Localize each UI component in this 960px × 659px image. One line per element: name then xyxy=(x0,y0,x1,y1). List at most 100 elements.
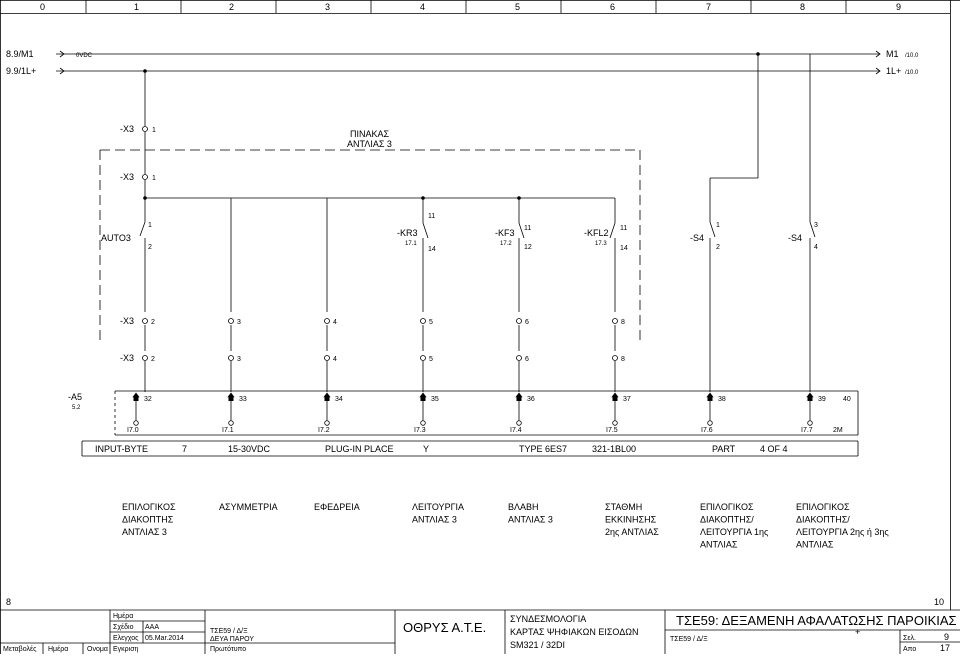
tb-checked-value: 05.Mar.2014 xyxy=(145,635,184,642)
terminal-row1-4: 4 xyxy=(333,319,337,326)
module-a5 xyxy=(81,390,859,457)
page-next: 10 xyxy=(934,597,944,607)
ruler-col-4: 4 xyxy=(420,2,425,12)
ruler-col-3: 3 xyxy=(325,2,330,12)
terminal-row2-4: 4 xyxy=(333,356,337,363)
tb-std-ref: ΤΣΕ59 / Δ/Ξ xyxy=(210,628,248,635)
terminal-row1-2: 2 xyxy=(151,319,155,326)
module-input-label: I7.5 xyxy=(606,427,618,434)
contact-kfl2-top: 11 xyxy=(620,225,627,232)
rail-m1-note: 0VDC xyxy=(76,53,93,59)
module-pin-label: 35 xyxy=(431,396,439,403)
terminal-x3-tag-2: -X3 xyxy=(120,172,134,182)
input-description-line: ΣΤΑΘΜΗ xyxy=(605,502,642,512)
module-pin-label: 39 xyxy=(818,396,826,403)
input-description-line: ΛΕΙΤΟΥΡΓΙΑ 2ης ή 3ης xyxy=(796,527,889,537)
input-description-line: ΕΠΙΛΟΓΙΚΟΣ xyxy=(122,502,176,512)
terminal-row1-3: 3 xyxy=(237,319,241,326)
contact-s4a-top: 1 xyxy=(716,222,720,229)
ruler-col-5: 5 xyxy=(515,2,520,12)
tb-plus: + xyxy=(855,627,860,637)
module-info-code: 321-1BL00 xyxy=(592,444,636,454)
module-pin-label: 37 xyxy=(623,396,631,403)
module-input-label: I7.0 xyxy=(127,427,139,434)
module-input-label: I7.2 xyxy=(318,427,330,434)
ruler-col-0: 0 xyxy=(40,2,45,12)
input-descriptions: ΕΠΙΛΟΓΙΚΟΣ ΔΙΑΚΟΠΤΗΣ ΑΝΤΛΙΑΣ 3 ΑΣΥΜΜΕΤΡΙΑ ΕΦ… xyxy=(122,502,889,550)
input-description-line: ΑΣΥΜΜΕΤΡΙΑ xyxy=(219,502,278,512)
module-pin-label: 36 xyxy=(527,396,535,403)
rail-l1-left: 9.9/1L+ xyxy=(6,66,36,76)
terminal-row1-6: 6 xyxy=(525,319,529,326)
tb-page-label: Σελ. xyxy=(903,635,916,642)
terminal-x3-tag-1: -X3 xyxy=(120,124,134,134)
input-description-line: ΕΠΙΛΟΓΙΚΟΣ xyxy=(700,502,754,512)
ruler-col-1: 1 xyxy=(134,2,139,12)
input-description-line: ΕΚΚΙΝΗΣΗΣ xyxy=(605,515,657,525)
contact-kr3-top: 11 xyxy=(428,213,435,220)
module-info-voltage: 15-30VDC xyxy=(228,444,271,454)
input-description-line: ΑΝΤΛΙΑΣ xyxy=(796,540,834,550)
rail-l1-ref: /10.0 xyxy=(905,70,919,76)
rail-l1-right: 1L+ xyxy=(886,66,901,76)
module-info-num: 7 xyxy=(182,444,187,454)
contact-s4a-tag: -S4 xyxy=(690,233,704,243)
ruler-col-6: 6 xyxy=(610,2,615,12)
contact-kf3-tag: -KF3 xyxy=(495,228,515,238)
module-input-label: I7.7 xyxy=(801,427,813,434)
contact-kfl2-bottom: 14 xyxy=(620,245,628,252)
module-tag: -A5 xyxy=(68,392,82,402)
tb-approval-label: Εγκριση xyxy=(113,646,139,653)
tb-drawn-value: AAA xyxy=(145,624,159,631)
input-description-line: ΔΙΑΚΟΠΤΗΣ xyxy=(122,515,174,525)
page-prev: 8 xyxy=(6,597,11,607)
module-input-label: I7.1 xyxy=(222,427,234,434)
tb-day-label: Ημέρα xyxy=(48,645,68,653)
tb-desc-1: ΣΥΝΔΕΣΜΟΛΟΓΙΑ xyxy=(510,614,586,624)
contact-s4b-bottom: 4 xyxy=(814,244,818,251)
contact-auto3-bottom: 2 xyxy=(148,244,152,251)
terminal-x3-num-1: 1 xyxy=(152,127,156,134)
input-description-line: ΑΝΤΛΙΑΣ 3 xyxy=(122,527,167,537)
tb-of-value: 17 xyxy=(940,643,950,653)
module-input-label: 2M xyxy=(833,427,843,434)
module-info-name: INPUT-BYTE xyxy=(95,444,148,454)
ruler-col-2: 2 xyxy=(229,2,234,12)
input-description-line: ΕΠΙΛΟΓΙΚΟΣ xyxy=(796,502,850,512)
contact-kf3-ref: 17.2 xyxy=(500,241,512,247)
input-description-line: ΑΝΤΛΙΑΣ 3 xyxy=(412,515,457,525)
input-description-line: ΒΛΑΒΗ xyxy=(508,502,539,512)
panel-label-1: ΠΙΝΑΚΑΣ xyxy=(350,129,390,139)
contact-s4a-bottom: 2 xyxy=(716,244,720,251)
module-input-label: I7.4 xyxy=(510,427,522,434)
contact-kfl2-tag: -KFL2 xyxy=(584,228,609,238)
ruler-col-8: 8 xyxy=(800,2,805,12)
module-pin-label: 32 xyxy=(144,396,152,403)
tb-name-label: Ονομα xyxy=(87,646,108,653)
terminal-row2-2: 2 xyxy=(151,356,155,363)
contact-kfl2-ref: 17.3 xyxy=(595,241,607,247)
input-description-line: 2ης ΑΝΤΛΙΑΣ xyxy=(605,527,659,537)
terminal-row2-5: 5 xyxy=(429,356,433,363)
ruler-col-9: 9 xyxy=(896,2,901,12)
contact-s4b-tag: -S4 xyxy=(788,233,802,243)
module-info-of: 4 OF 4 xyxy=(760,444,788,454)
contact-kf3-top: 11 xyxy=(524,225,531,232)
module-pin-label: 33 xyxy=(239,396,247,403)
input-description-line: ΑΝΤΛΙΑΣ xyxy=(700,540,738,550)
tb-project-ref: ΤΣΕ59 / Δ/Ξ xyxy=(670,636,708,643)
input-description-line: ΕΦΕΔΡΕΙΑ xyxy=(314,502,360,512)
module-input-label: I7.6 xyxy=(701,427,713,434)
contact-auto3-tag: AUTO3 xyxy=(101,233,131,243)
input-description-line: ΔΙΑΚΟΠΤΗΣ/ xyxy=(796,515,850,525)
terminal-row1-5: 5 xyxy=(429,319,433,326)
ruler-col-7: 7 xyxy=(706,2,711,12)
terminal-x3-num-2: 1 xyxy=(152,175,156,182)
input-description-line: ΑΝΤΛΙΑΣ 3 xyxy=(508,515,553,525)
module-pins: 32I7.033I7.134I7.235I7.336I7.437I7.538I7… xyxy=(127,392,851,434)
module-info-plug: PLUG-IN PLACE xyxy=(325,444,394,454)
module-pin-label: 40 xyxy=(843,396,851,403)
